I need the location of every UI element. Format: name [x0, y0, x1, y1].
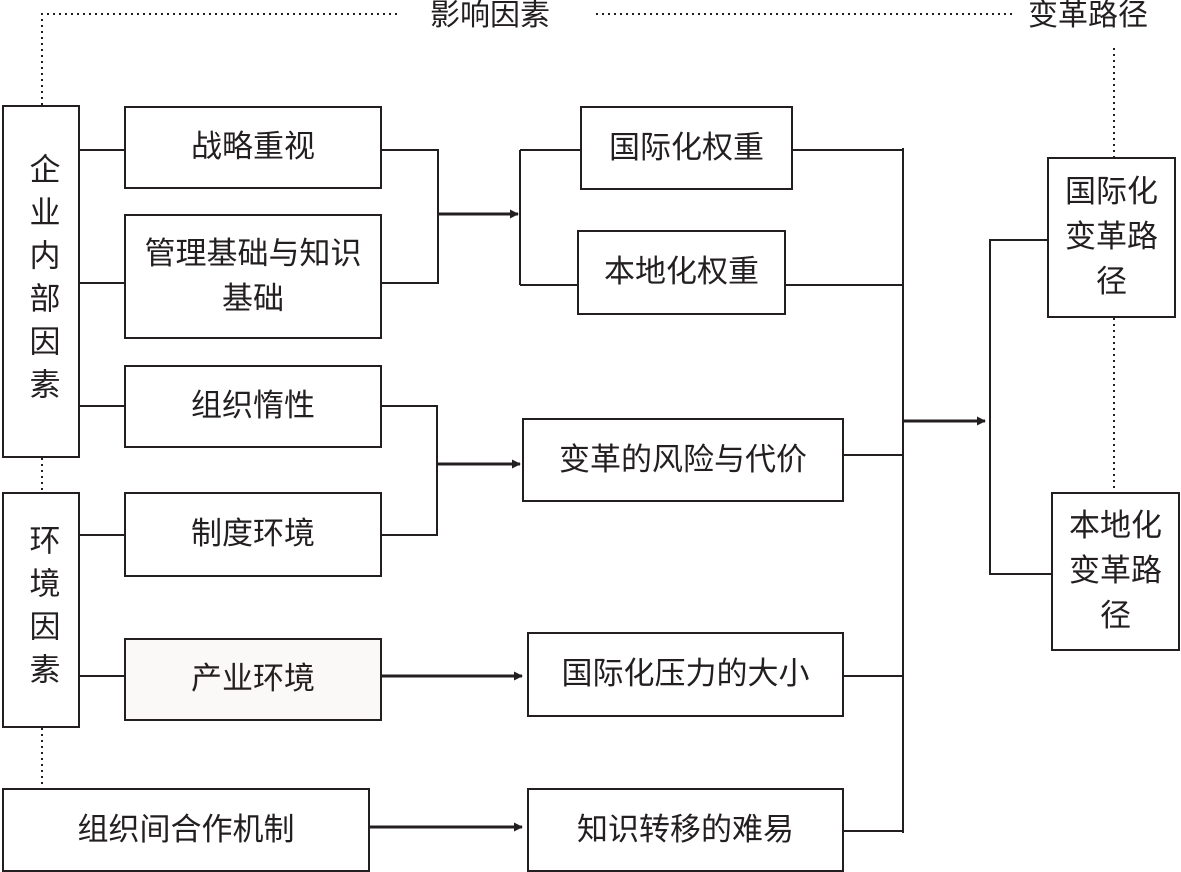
factor-management-label: 管理基础与知识基础: [144, 235, 362, 317]
mediator-intl-pressure-box: 国际化压力的大小: [527, 632, 844, 717]
factor-cooperation-label: 组织间合作机制: [77, 811, 295, 848]
mediator-risk-cost-label: 变革的风险与代价: [559, 441, 807, 478]
factor-inertia-box: 组织惰性: [124, 365, 382, 448]
mediator-local-weight-label: 本地化权重: [604, 254, 759, 291]
factors-title: 影响因素: [416, 0, 564, 34]
paths-title: 变革路径: [1016, 0, 1160, 34]
factor-cooperation-box: 组织间合作机制: [2, 788, 370, 872]
mediator-knowledge-transfer-box: 知识转移的难易: [527, 788, 844, 872]
path-international-label: 国际化变革路径: [1065, 174, 1158, 300]
mediator-intl-weight-label: 国际化权重: [609, 129, 764, 166]
factor-industry-box: 产业环境: [124, 638, 382, 721]
environment-factors-label: 环境因素: [23, 524, 60, 696]
mediator-intl-pressure-label: 国际化压力的大小: [561, 656, 810, 693]
mediator-risk-cost-box: 变革的风险与代价: [522, 418, 844, 502]
factor-industry-label: 产业环境: [191, 661, 315, 698]
mediator-intl-weight-box: 国际化权重: [580, 106, 793, 190]
path-localization-label: 本地化变革路径: [1069, 508, 1162, 634]
mediator-knowledge-transfer-label: 知识转移的难易: [577, 811, 794, 848]
factor-strategic-box: 战略重视: [124, 106, 382, 189]
factor-management-box: 管理基础与知识基础: [124, 214, 382, 339]
environment-factors-group: 环境因素: [2, 492, 80, 728]
path-localization-box: 本地化变革路径: [1051, 492, 1180, 651]
factor-inertia-label: 组织惰性: [191, 388, 315, 425]
internal-factors-label: 企业内部因素: [23, 152, 60, 411]
factor-institutional-label: 制度环境: [191, 516, 315, 553]
factor-strategic-label: 战略重视: [191, 129, 315, 166]
dotted-frame: [41, 13, 1115, 788]
internal-factors-group: 企业内部因素: [2, 105, 80, 458]
path-international-box: 国际化变革路径: [1047, 157, 1176, 318]
mediator-local-weight-box: 本地化权重: [577, 230, 786, 315]
factor-institutional-box: 制度环境: [124, 492, 382, 577]
